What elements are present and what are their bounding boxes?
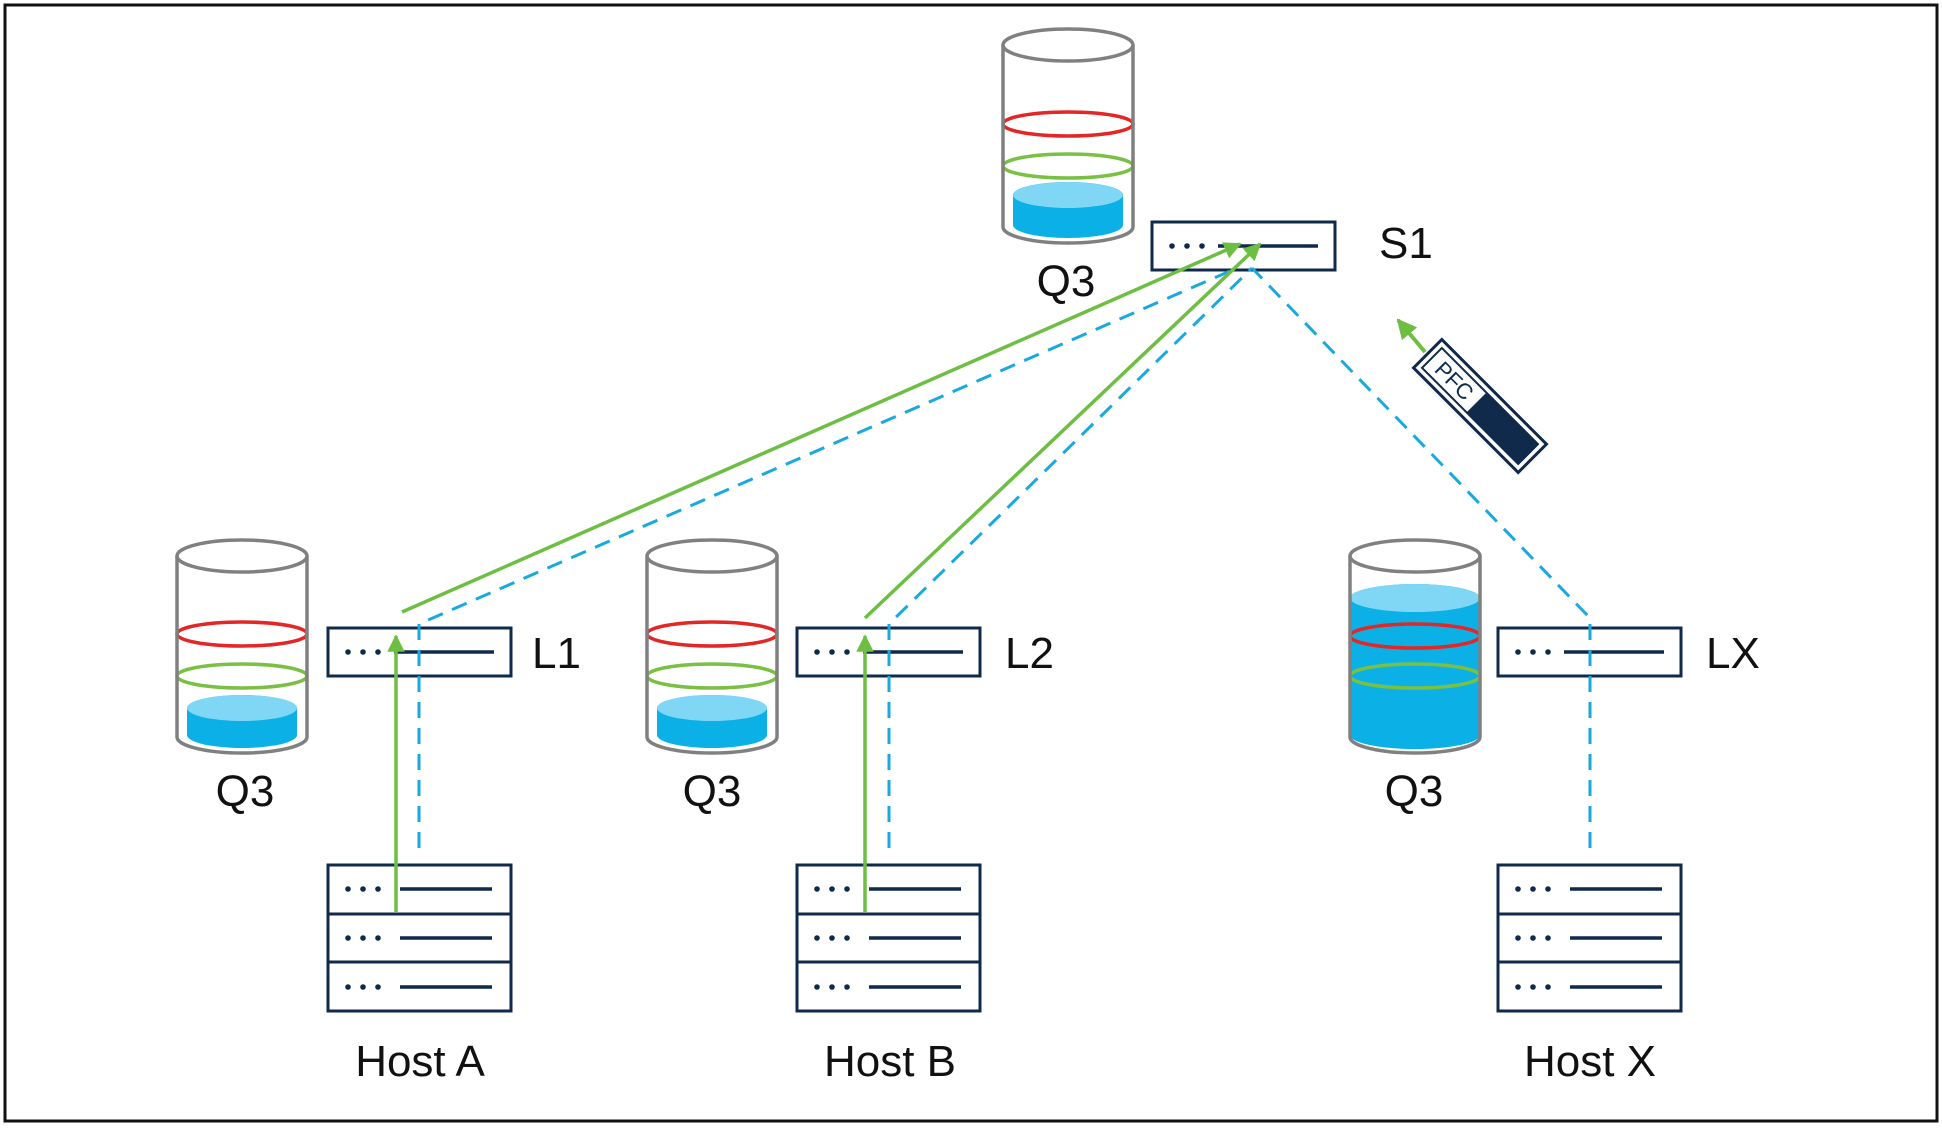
queue-outline-top [175,538,309,574]
diagram-frame [3,3,1939,1123]
spine-queue-label: Q3 [1037,257,1096,306]
host-x-server [1496,863,1683,1013]
l2-switch-label: L2 [1005,629,1054,678]
l1-queue-label: Q3 [216,767,275,816]
queue-outline [1348,556,1482,755]
queue-outline-top [1001,27,1135,63]
l1-queue-cylinder [175,538,309,755]
host-a-server [326,863,513,1013]
queue-fill-top [1013,182,1123,208]
pfc-frame-icon: PFC [1411,337,1549,475]
queue-threshold-low [175,662,309,690]
green-flow-l1-to-s1 [401,242,1242,614]
host-b-label: Host B [824,1037,956,1086]
spine-switch-label: S1 [1379,219,1433,268]
queue-outline [1001,45,1135,245]
spine-switch [1150,220,1337,272]
blue-flow-host-b [887,266,1254,848]
lx-queue-label: Q3 [1385,767,1444,816]
queue-outline-top [645,538,779,574]
queue-fill-top [1350,584,1480,612]
spine-queue-cylinder [1001,27,1135,245]
blue-flow-paths [417,266,1592,848]
host-x-label: Host X [1524,1037,1656,1086]
green-flow-paths [387,242,1262,912]
l2-queue-label: Q3 [683,767,742,816]
l1-switch-label: L1 [532,629,581,678]
queue-outline [645,556,779,755]
queue-threshold-low [645,662,779,690]
queue-fill-top [657,695,767,721]
blue-flow-host-x [1250,266,1592,848]
l2-queue-cylinder [645,538,779,755]
host-a-label: Host A [355,1037,485,1086]
green-flow-l2-to-s1 [863,242,1262,620]
lx-switch-label: LX [1706,629,1760,678]
queue-outline-top [1348,538,1482,574]
queue-fill-top [187,695,297,721]
lx-queue-cylinder [1348,538,1482,755]
queue-outline [175,556,309,755]
pfc-direction-arrow [1396,318,1427,354]
host-b-server [795,863,982,1013]
blue-flow-host-a [417,266,1238,848]
queue-threshold-high [1001,110,1135,138]
queue-threshold-high [645,620,779,648]
queue-threshold-high [175,620,309,648]
queue-threshold-low [1001,152,1135,180]
